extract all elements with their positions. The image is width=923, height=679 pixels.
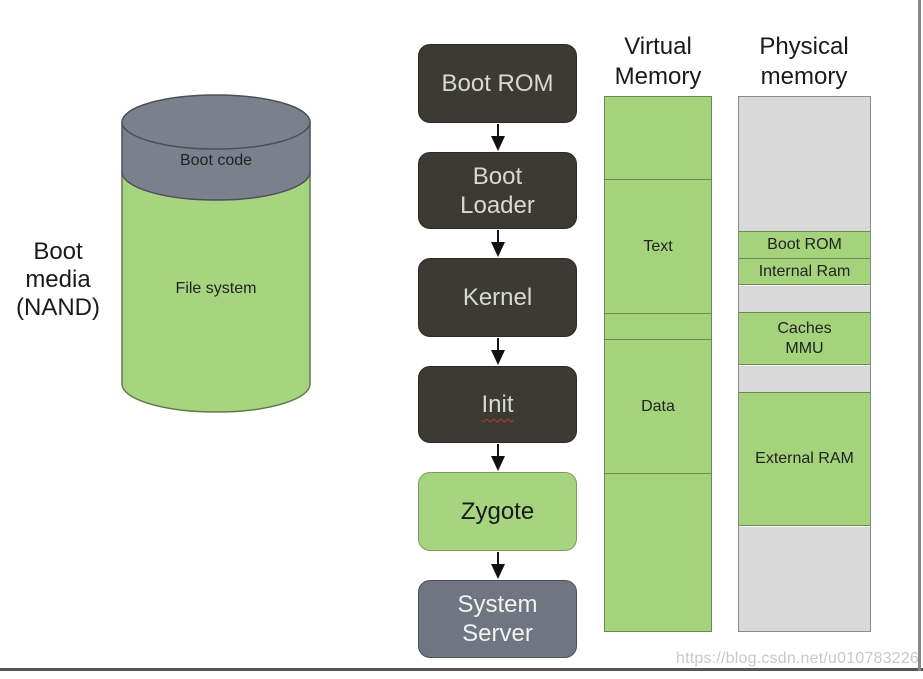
cylinder-body	[121, 171, 311, 413]
pm-segment-boot-rom: Boot ROM	[739, 231, 870, 258]
chain-box-boot-rom: Boot ROM	[418, 44, 577, 123]
frame-border-bottom	[0, 668, 923, 671]
pm-segment-empty	[739, 97, 870, 231]
chain-box-label: Boot	[472, 162, 523, 190]
chain-box-system-server: System Server	[418, 580, 577, 658]
physical-memory-title: Physical memory	[732, 32, 876, 92]
physical-memory-title-line: Physical	[759, 33, 849, 60]
virtual-memory-title-line: Memory	[614, 63, 702, 90]
physical-memory-title-line: memory	[760, 63, 848, 90]
virtual-memory-title: Virtual Memory	[604, 32, 712, 92]
chain-box-label: Init	[481, 391, 514, 418]
virtual-memory-title-line: Virtual	[624, 33, 692, 60]
boot-media-label-line: (NAND)	[16, 294, 100, 321]
cylinder-top	[121, 94, 311, 150]
pm-segment-empty	[739, 366, 870, 392]
pm-segment-empty	[739, 527, 870, 631]
down-arrow-icon	[491, 230, 505, 257]
chain-box-label: Boot ROM	[441, 70, 554, 97]
pm-segment-caches-mmu: Caches MMU	[739, 312, 870, 365]
boot-code-label: Boot code	[179, 152, 253, 169]
nand-cylinder	[121, 94, 311, 413]
down-arrow-icon	[491, 338, 505, 365]
chain-box-label: Loader	[460, 191, 535, 219]
down-arrow-icon	[491, 552, 505, 579]
physical-memory-column: Boot ROM Internal Ram Caches MMU Externa…	[738, 96, 871, 632]
chain-box-kernel: Kernel	[418, 258, 577, 337]
virtual-memory-column: Text Data	[604, 96, 712, 632]
chain-box-label: Zygote	[460, 498, 535, 525]
vm-segment	[605, 313, 711, 339]
boot-media-label-line: media	[25, 266, 91, 293]
file-system-label: File system	[175, 280, 257, 297]
boot-media-label-line: Boot	[33, 238, 83, 265]
pm-segment-external-ram: External RAM	[739, 392, 870, 526]
frame-border-right	[918, 0, 921, 671]
chain-box-boot-loader: Boot Loader	[418, 152, 577, 229]
vm-segment	[605, 97, 711, 179]
vm-segment-text: Text	[605, 179, 711, 313]
watermark: https://blog.csdn.net/u010783226	[676, 650, 920, 667]
pm-segment-internal-ram: Internal Ram	[739, 258, 870, 285]
vm-segment	[605, 473, 711, 631]
boot-media-label: Boot media (NAND)	[4, 238, 112, 322]
down-arrow-icon	[491, 124, 505, 151]
down-arrow-icon	[491, 444, 505, 471]
chain-box-zygote: Zygote	[418, 472, 577, 551]
chain-box-init: Init	[418, 366, 577, 443]
chain-box-label: System	[457, 591, 538, 618]
vm-segment-data: Data	[605, 339, 711, 473]
chain-box-label: Kernel	[462, 284, 533, 311]
pm-segment-empty	[739, 286, 870, 312]
chain-box-label: Server	[462, 620, 533, 647]
